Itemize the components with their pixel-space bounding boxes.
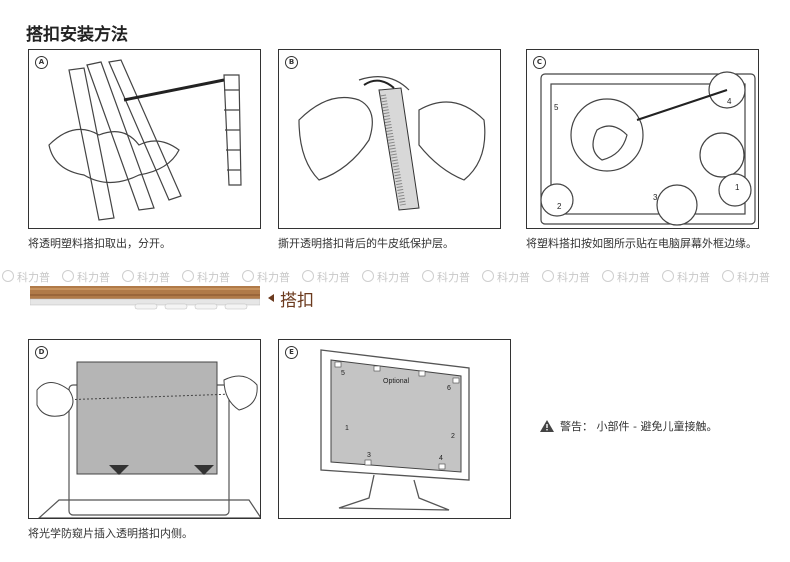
watermark-logo-icon — [602, 270, 614, 282]
pos-3-label: 3 — [367, 452, 371, 459]
watermark-logo-icon — [662, 270, 674, 282]
step-b-drawing — [298, 76, 486, 211]
pos-1-label: 1 — [345, 425, 349, 432]
fastener-label: 搭扣 — [280, 291, 314, 311]
watermark-text: 科力普 — [557, 271, 590, 284]
step-e-illustration: 5 Optional 6 1 2 3 4 E — [278, 339, 511, 519]
step-c-illustration: 5 4 3 2 1 C — [526, 49, 759, 229]
step-d-caption: 将光学防窥片插入透明搭扣内侧。 — [28, 527, 193, 540]
watermark-logo-icon — [122, 270, 134, 282]
watermark-logo-icon — [542, 270, 554, 282]
watermark-text: 科力普 — [497, 271, 530, 284]
warning-note: 警告： 小部件 - 避免儿童接触。 — [540, 418, 717, 434]
watermark-text: 科力普 — [737, 271, 770, 284]
step-d-illustration: D — [28, 339, 261, 519]
watermark-logo-icon — [302, 270, 314, 282]
step-badge: E — [285, 346, 298, 359]
watermark-row: 科力普 科力普 科力普 科力普 科力普 科力普 科力普 科力普 科力普 科力普 … — [0, 269, 790, 285]
watermark-logo-icon — [722, 270, 734, 282]
watermark-logo-icon — [482, 270, 494, 282]
step-a-drawing — [48, 59, 242, 221]
pos-3-label: 3 — [653, 193, 658, 202]
watermark-logo-icon — [62, 270, 74, 282]
step-b-illustration: B — [278, 49, 501, 229]
watermark-text: 科力普 — [17, 271, 50, 284]
warning-text: 警告： 小部件 - 避免儿童接触。 — [560, 420, 718, 433]
watermark-logo-icon — [242, 270, 254, 282]
watermark-text: 科力普 — [377, 271, 410, 284]
pos-6-label: 6 — [447, 385, 451, 392]
step-c-caption: 将塑料搭扣按如图所示贴在电脑屏幕外框边缘。 — [526, 237, 757, 250]
watermark-text: 科力普 — [617, 271, 650, 284]
watermark-text: 科力普 — [77, 271, 110, 284]
watermark-text: 科力普 — [437, 271, 470, 284]
optional-label: Optional — [383, 378, 410, 385]
watermark-logo-icon — [362, 270, 374, 282]
watermark-text: 科力普 — [137, 271, 170, 284]
watermark-logo-icon — [182, 270, 194, 282]
pos-4-label: 4 — [727, 97, 732, 106]
watermark-text: 科力普 — [257, 271, 290, 284]
pointer-arrow-icon — [268, 294, 274, 302]
step-d-drawing — [36, 361, 260, 518]
pos-2-label: 2 — [451, 433, 455, 440]
step-badge: A — [35, 56, 48, 69]
step-b-caption: 撕开透明搭扣背后的牛皮纸保护层。 — [278, 237, 454, 250]
pos-1-label: 1 — [735, 183, 740, 192]
pos-5-label: 5 — [554, 103, 559, 112]
step-e-drawing: 5 Optional 6 1 2 3 4 — [320, 349, 470, 511]
page-title: 搭扣安装方法 — [26, 25, 128, 45]
watermark-text: 科力普 — [317, 271, 350, 284]
fastener-strip-image — [30, 286, 260, 310]
watermark-text: 科力普 — [197, 271, 230, 284]
pos-4-label: 4 — [439, 455, 443, 462]
watermark-logo-icon — [2, 270, 14, 282]
warning-icon — [540, 420, 554, 432]
step-badge: B — [285, 56, 298, 69]
watermark-text: 科力普 — [677, 271, 710, 284]
step-a-caption: 将透明塑料搭扣取出，分开。 — [28, 237, 171, 250]
step-badge: D — [35, 346, 48, 359]
step-c-drawing: 5 4 3 2 1 — [540, 71, 756, 226]
step-badge: C — [533, 56, 546, 69]
watermark-logo-icon — [422, 270, 434, 282]
pos-5-label: 5 — [341, 370, 345, 377]
pos-2-label: 2 — [557, 202, 562, 211]
step-a-illustration: A — [28, 49, 261, 229]
